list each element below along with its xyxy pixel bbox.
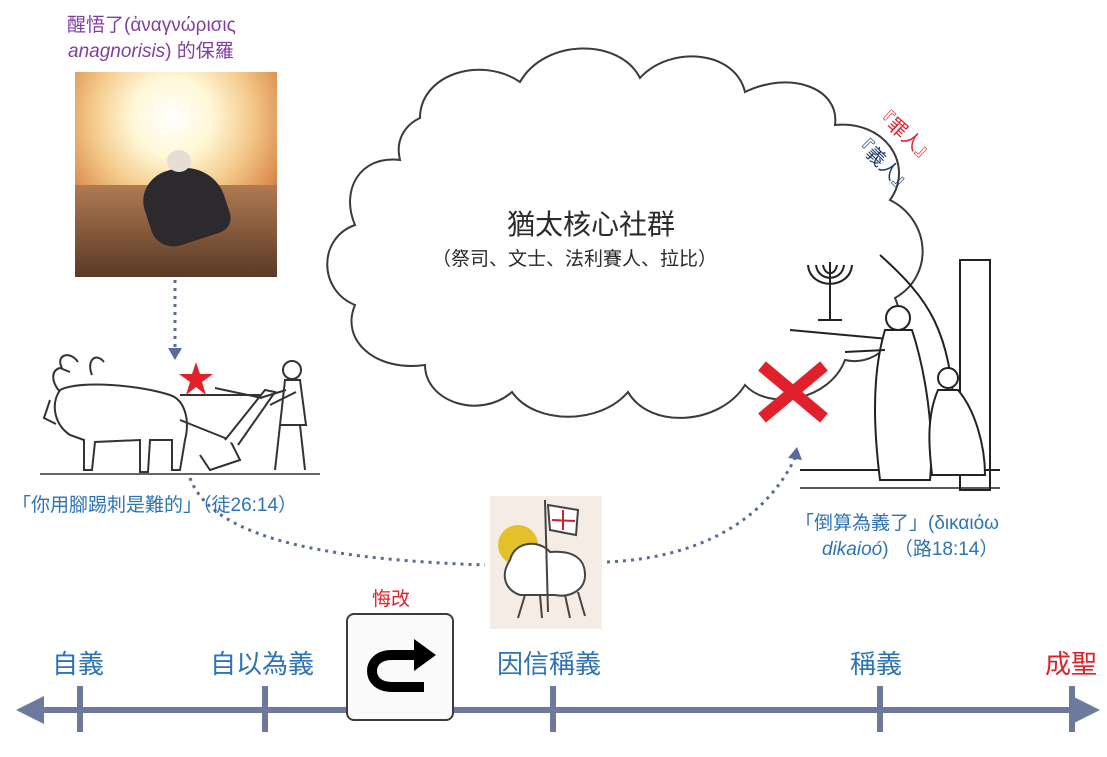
timeline-right-arrowhead [1072,696,1100,724]
dotted-curve-to-temple [606,457,797,564]
dotted-curve-arrowhead [788,447,802,460]
timeline-ticks [77,686,1075,732]
dotted-connector-arrowhead [168,348,182,360]
cloud-shape [326,47,924,419]
lamb-of-god-icon [498,499,587,619]
cloud-subtitle: （祭司、文士、法利賽人、拉比） [432,248,718,270]
paul-caption-greek-transliteration: anagnorisis [68,41,166,62]
dotted-curve-to-lamb [188,477,486,567]
cloud-title: 猶太核心社群 [507,208,676,241]
paul-caption-line1: 醒悟了(ἀναγνώρισις [67,15,236,36]
timeline-label-justified: 稱義 [850,650,903,680]
u-turn-arrow-icon [366,639,436,692]
repent-key [346,613,454,721]
timeline-label-sanctified: 成聖 [1045,650,1098,680]
red-x-icon [758,361,828,423]
ox-plough-drawing [40,354,320,475]
timeline-label-self-righteous: 自義 [52,650,105,680]
temple-prayer-drawing [789,254,1000,491]
paul-conversion-image [75,72,277,277]
repent-label: 悔改 [372,588,411,610]
photo-figure-head [167,150,191,172]
quote-greek-transliteration: dikaioó [822,539,883,560]
quote-reference: ) （路18:14） [882,539,999,560]
quote-luke-18-14-line1: 「倒算為義了」(δικαιόω [795,513,999,534]
paul-caption-line2: anagnorisis) 的保羅 [68,40,234,64]
quote-luke-18-14-line2: dikaioó) （路18:14） [822,538,998,562]
paul-caption-rest: ) 的保羅 [165,41,234,62]
red-star-icon [179,362,213,395]
timeline-left-arrowhead [16,696,44,724]
timeline-label-self-justified: 自以為義 [210,650,315,680]
timeline-label-justified-by-faith: 因信稱義 [497,650,602,680]
quote-acts-26-14: 「你用腳踢刺是難的」（徒26:14） [12,495,298,516]
